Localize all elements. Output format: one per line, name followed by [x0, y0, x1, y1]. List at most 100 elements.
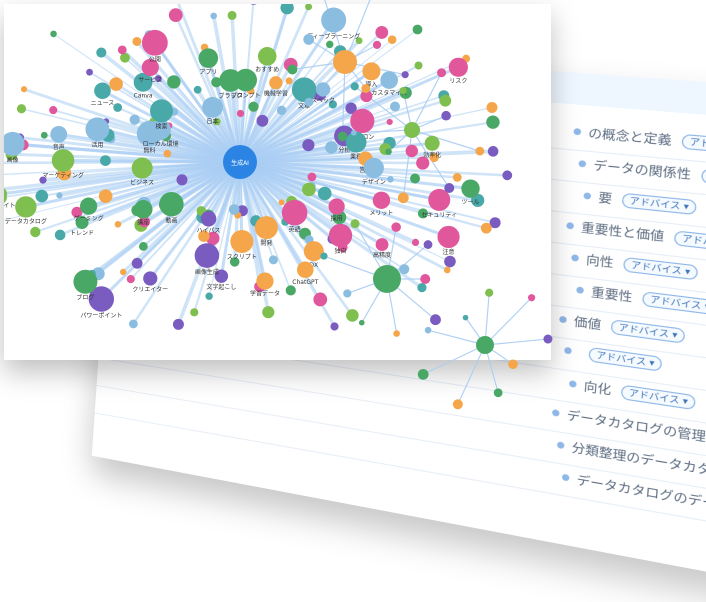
keyword-node[interactable]: リスク: [449, 58, 468, 85]
graph-node[interactable]: [100, 155, 111, 166]
keyword-node-circle[interactable]: [373, 192, 390, 209]
graph-node[interactable]: [420, 274, 430, 284]
keyword-node-circle[interactable]: [73, 270, 97, 294]
graph-node[interactable]: [305, 3, 312, 10]
graph-node[interactable]: [257, 115, 269, 127]
keyword-node-circle[interactable]: [50, 126, 67, 143]
keyword-node-circle[interactable]: [269, 76, 282, 89]
graph-node[interactable]: [463, 315, 469, 321]
keyword-node-circle[interactable]: [230, 230, 253, 253]
graph-node[interactable]: [30, 227, 40, 237]
graph-node[interactable]: [313, 293, 327, 307]
graph-node[interactable]: [481, 223, 492, 234]
graph-node[interactable]: [359, 320, 365, 326]
keyword-node-circle[interactable]: [255, 216, 278, 239]
keyword-node-circle[interactable]: [282, 200, 308, 226]
graph-node[interactable]: [205, 293, 212, 300]
graph-node[interactable]: [388, 35, 397, 44]
graph-node[interactable]: [167, 75, 180, 88]
keyword-node[interactable]: マーケティング: [42, 149, 84, 180]
cluster-hub-node[interactable]: [333, 50, 357, 74]
graph-node[interactable]: [415, 61, 423, 69]
keyword-node-circle[interactable]: [437, 226, 459, 248]
graph-node[interactable]: [120, 53, 130, 63]
graph-node[interactable]: [194, 86, 202, 94]
graph-node[interactable]: [453, 173, 462, 182]
keyword-node[interactable]: 独自: [329, 224, 352, 255]
keyword-node-circle[interactable]: [258, 47, 277, 66]
keyword-node-circle[interactable]: [380, 71, 398, 89]
graph-node[interactable]: [302, 139, 314, 151]
graph-node[interactable]: [287, 64, 297, 74]
graph-node[interactable]: [412, 239, 419, 246]
graph-node[interactable]: [441, 111, 451, 121]
keyword-node-circle[interactable]: [150, 99, 173, 122]
graph-node[interactable]: [169, 8, 183, 22]
keyword-node-circle[interactable]: [142, 30, 168, 56]
graph-node[interactable]: [237, 110, 244, 117]
cluster-hub-node[interactable]: [373, 265, 401, 293]
graph-node[interactable]: [308, 173, 317, 182]
graph-node[interactable]: [430, 314, 441, 325]
keyword-node-circle[interactable]: [376, 238, 389, 251]
graph-node[interactable]: [402, 71, 409, 78]
keyword-node-circle[interactable]: [364, 158, 384, 178]
graph-node[interactable]: [343, 289, 351, 297]
keyword-node-circle[interactable]: [201, 211, 217, 227]
graph-node[interactable]: [400, 87, 407, 94]
graph-node[interactable]: [210, 13, 217, 20]
keyword-node[interactable]: 採用: [329, 198, 345, 222]
keyword-node-circle[interactable]: [329, 224, 352, 247]
cluster-hub-node[interactable]: [404, 122, 420, 138]
graph-node[interactable]: [96, 47, 106, 57]
graph-node[interactable]: [413, 25, 423, 35]
graph-node[interactable]: [21, 86, 27, 92]
keyword-node-circle[interactable]: [234, 69, 257, 92]
keyword-node-circle[interactable]: [132, 158, 153, 179]
graph-node[interactable]: [262, 306, 274, 318]
graph-node[interactable]: [488, 146, 499, 157]
keyword-node[interactable]: 注意: [437, 226, 459, 256]
graph-node[interactable]: [99, 189, 113, 203]
graph-node[interactable]: [190, 308, 198, 316]
graph-node[interactable]: [280, 1, 293, 14]
graph-node[interactable]: [41, 132, 48, 139]
keyword-node-circle[interactable]: [346, 132, 367, 153]
graph-node[interactable]: [113, 103, 122, 112]
graph-node[interactable]: [229, 204, 240, 215]
keyword-node[interactable]: 画像生成: [195, 243, 220, 276]
graph-node[interactable]: [279, 199, 285, 205]
graph-node[interactable]: [173, 319, 184, 330]
keyword-node-circle[interactable]: [199, 48, 219, 68]
graph-node[interactable]: [444, 267, 451, 274]
graph-node[interactable]: [248, 102, 258, 112]
graph-node[interactable]: [109, 77, 123, 91]
graph-node[interactable]: [177, 174, 188, 185]
keyword-node-circle[interactable]: [15, 196, 36, 217]
keyword-node[interactable]: ディープラーニング: [307, 8, 360, 41]
graph-node[interactable]: [320, 252, 327, 259]
graph-node[interactable]: [118, 46, 127, 55]
keyword-node[interactable]: ブログ: [73, 270, 97, 302]
keyword-node-circle[interactable]: [195, 243, 220, 268]
graph-node[interactable]: [86, 69, 93, 76]
graph-node[interactable]: [127, 275, 135, 283]
graph-node[interactable]: [139, 242, 148, 251]
graph-node[interactable]: [393, 330, 400, 337]
graph-node[interactable]: [485, 289, 493, 297]
keyword-node[interactable]: クリエイター: [132, 271, 168, 293]
keyword-node-circle[interactable]: [94, 82, 111, 99]
graph-node[interactable]: [318, 187, 332, 201]
graph-node[interactable]: [115, 221, 122, 228]
graph-node[interactable]: [56, 192, 62, 198]
graph-node[interactable]: [129, 320, 138, 329]
keyword-node-circle[interactable]: [52, 149, 75, 172]
keyword-node-circle[interactable]: [202, 97, 223, 118]
graph-node[interactable]: [330, 322, 338, 330]
center-node[interactable]: 生成AI: [223, 145, 257, 179]
graph-node[interactable]: [528, 294, 535, 301]
graph-node[interactable]: [390, 101, 400, 111]
keyword-node-circle[interactable]: [297, 261, 314, 278]
keyword-node-circle[interactable]: [449, 58, 468, 77]
keyword-node[interactable]: 公開: [142, 30, 168, 64]
